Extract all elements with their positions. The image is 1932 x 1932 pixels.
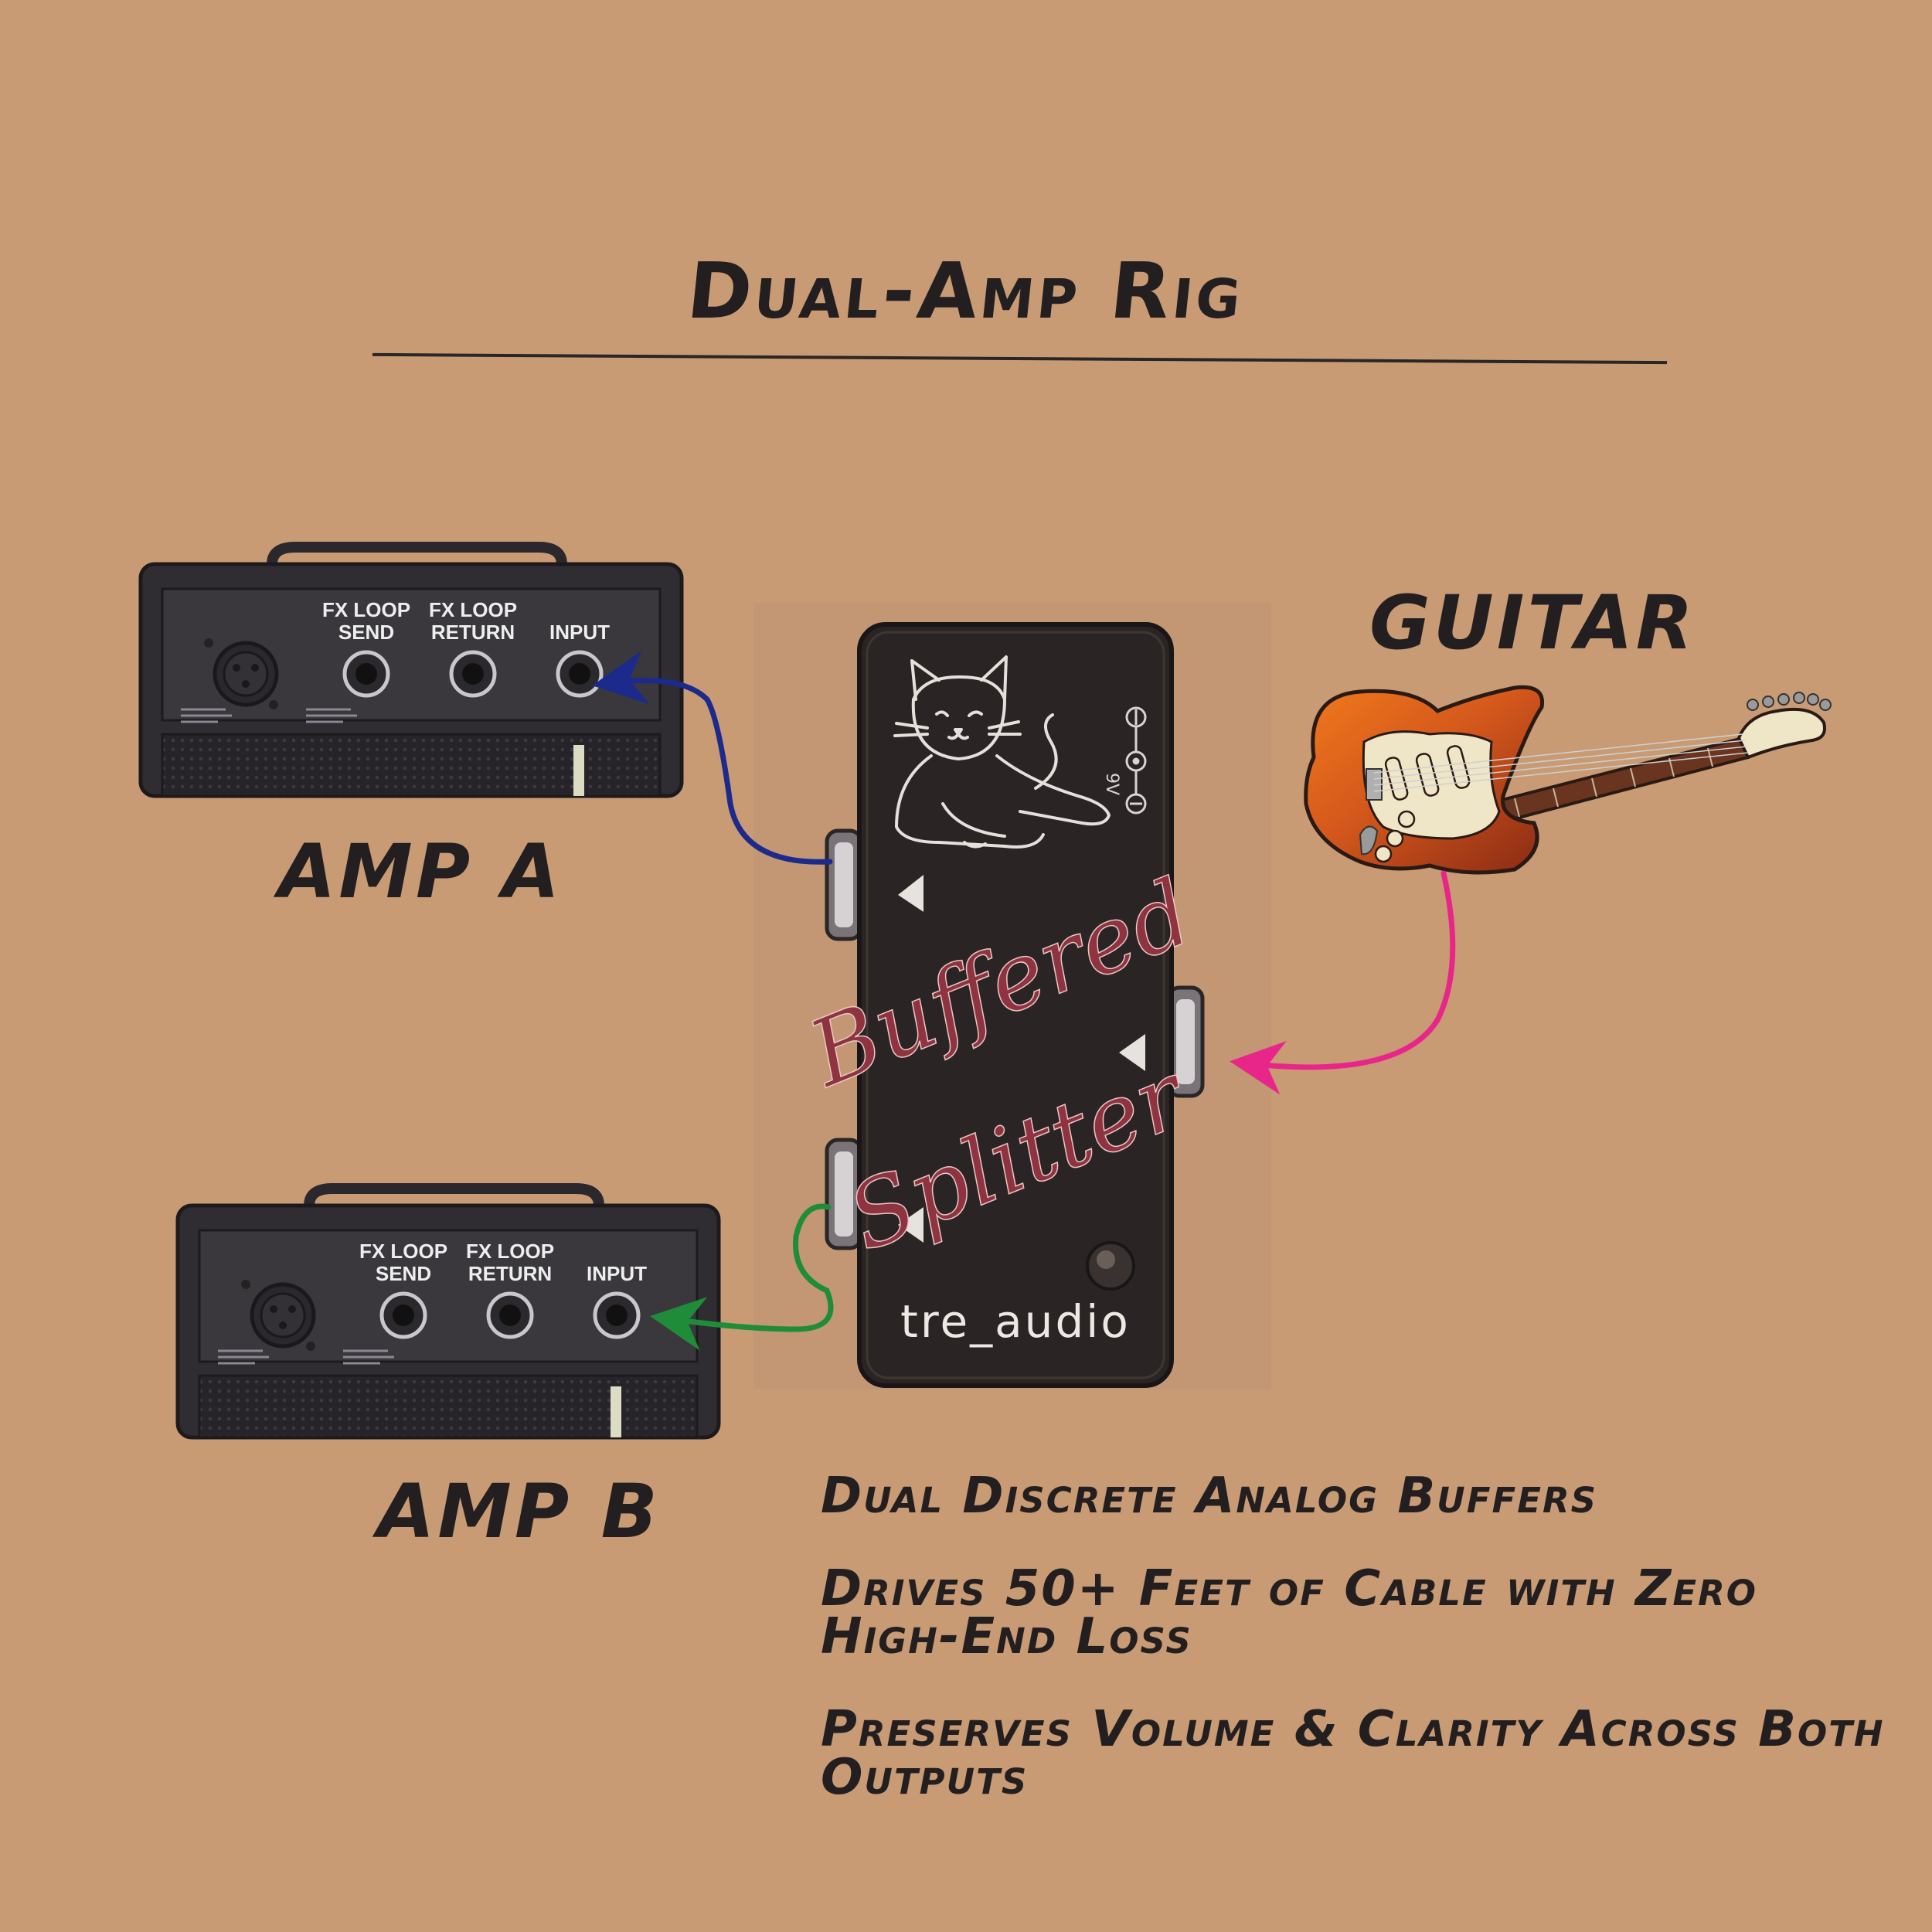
fx-loop-send-label-1: FX LOOP <box>359 1240 447 1263</box>
amp-grill <box>161 733 662 798</box>
input-jack <box>1166 985 1205 1098</box>
guitar-label: GUITAR <box>1369 580 1696 666</box>
guitar-headstock <box>1736 707 1826 760</box>
brand-label: tre_audio <box>900 1295 1131 1348</box>
amp-handle <box>304 1183 604 1206</box>
fx-loop-send-label-1: FX LOOP <box>322 598 410 621</box>
amp-b-label: AMP B <box>377 1468 661 1555</box>
amp-b: FX LOOP SEND FX LOOP RETURN INPUT <box>175 1183 721 1440</box>
feature-list: Dual Discrete Analog Buffers Drives 50+ … <box>821 1468 1903 1846</box>
fx-loop-send-label-2: SEND <box>338 621 394 644</box>
input-jack <box>556 650 604 698</box>
cable-to-amp-a <box>592 651 833 865</box>
fx-loop-send-label-2: SEND <box>376 1262 431 1285</box>
cat-illustration <box>893 655 1111 849</box>
fx-loop-send-jack <box>379 1291 427 1339</box>
feature-item: Drives 50+ Feet of Cable with Zero High-… <box>821 1560 1758 1665</box>
amp-a: FX LOOP SEND FX LOOP RETURN INPUT <box>138 542 684 798</box>
feature-item: Preserves Volume & Clarity Across Both O… <box>821 1701 1885 1806</box>
fx-loop-return-label-2: RETURN <box>431 621 515 644</box>
amp-grill <box>198 1374 699 1439</box>
fx-loop-return-label-1: FX LOOP <box>466 1240 554 1263</box>
fx-loop-return-label-1: FX LOOP <box>429 598 517 621</box>
fx-loop-return-jack <box>486 1291 534 1339</box>
guitar-output-jack <box>1359 825 1379 855</box>
guitar-illustration <box>1304 685 1832 875</box>
output-a-arrow-icon <box>898 875 923 912</box>
amp-handle <box>267 542 567 565</box>
feature-item: Dual Discrete Analog Buffers <box>821 1468 1597 1525</box>
input-jack <box>593 1291 641 1339</box>
amp-tag <box>611 1386 621 1437</box>
cable-from-guitar <box>1230 870 1456 1095</box>
output-a-jack <box>825 828 863 941</box>
amp-a-label: AMP A <box>278 828 563 915</box>
guitar-knobs <box>1374 810 1416 863</box>
fx-loop-send-jack <box>342 650 390 698</box>
fx-loop-return-jack <box>449 650 497 698</box>
buffered-splitter-pedal: 9V Buffered Splitter tre_audio <box>753 603 1271 1389</box>
voltage-label: 9V <box>1102 773 1121 795</box>
input-label: INPUT <box>549 621 610 644</box>
input-arrow-icon <box>1119 1034 1145 1071</box>
output-b-arrow-icon <box>898 1207 923 1243</box>
amp-tag <box>573 745 584 796</box>
power-jack-icon <box>1125 706 1147 815</box>
cable-to-amp-b <box>650 1203 834 1351</box>
fx-loop-return-label-2: RETURN <box>468 1262 552 1285</box>
input-label: INPUT <box>587 1262 647 1285</box>
